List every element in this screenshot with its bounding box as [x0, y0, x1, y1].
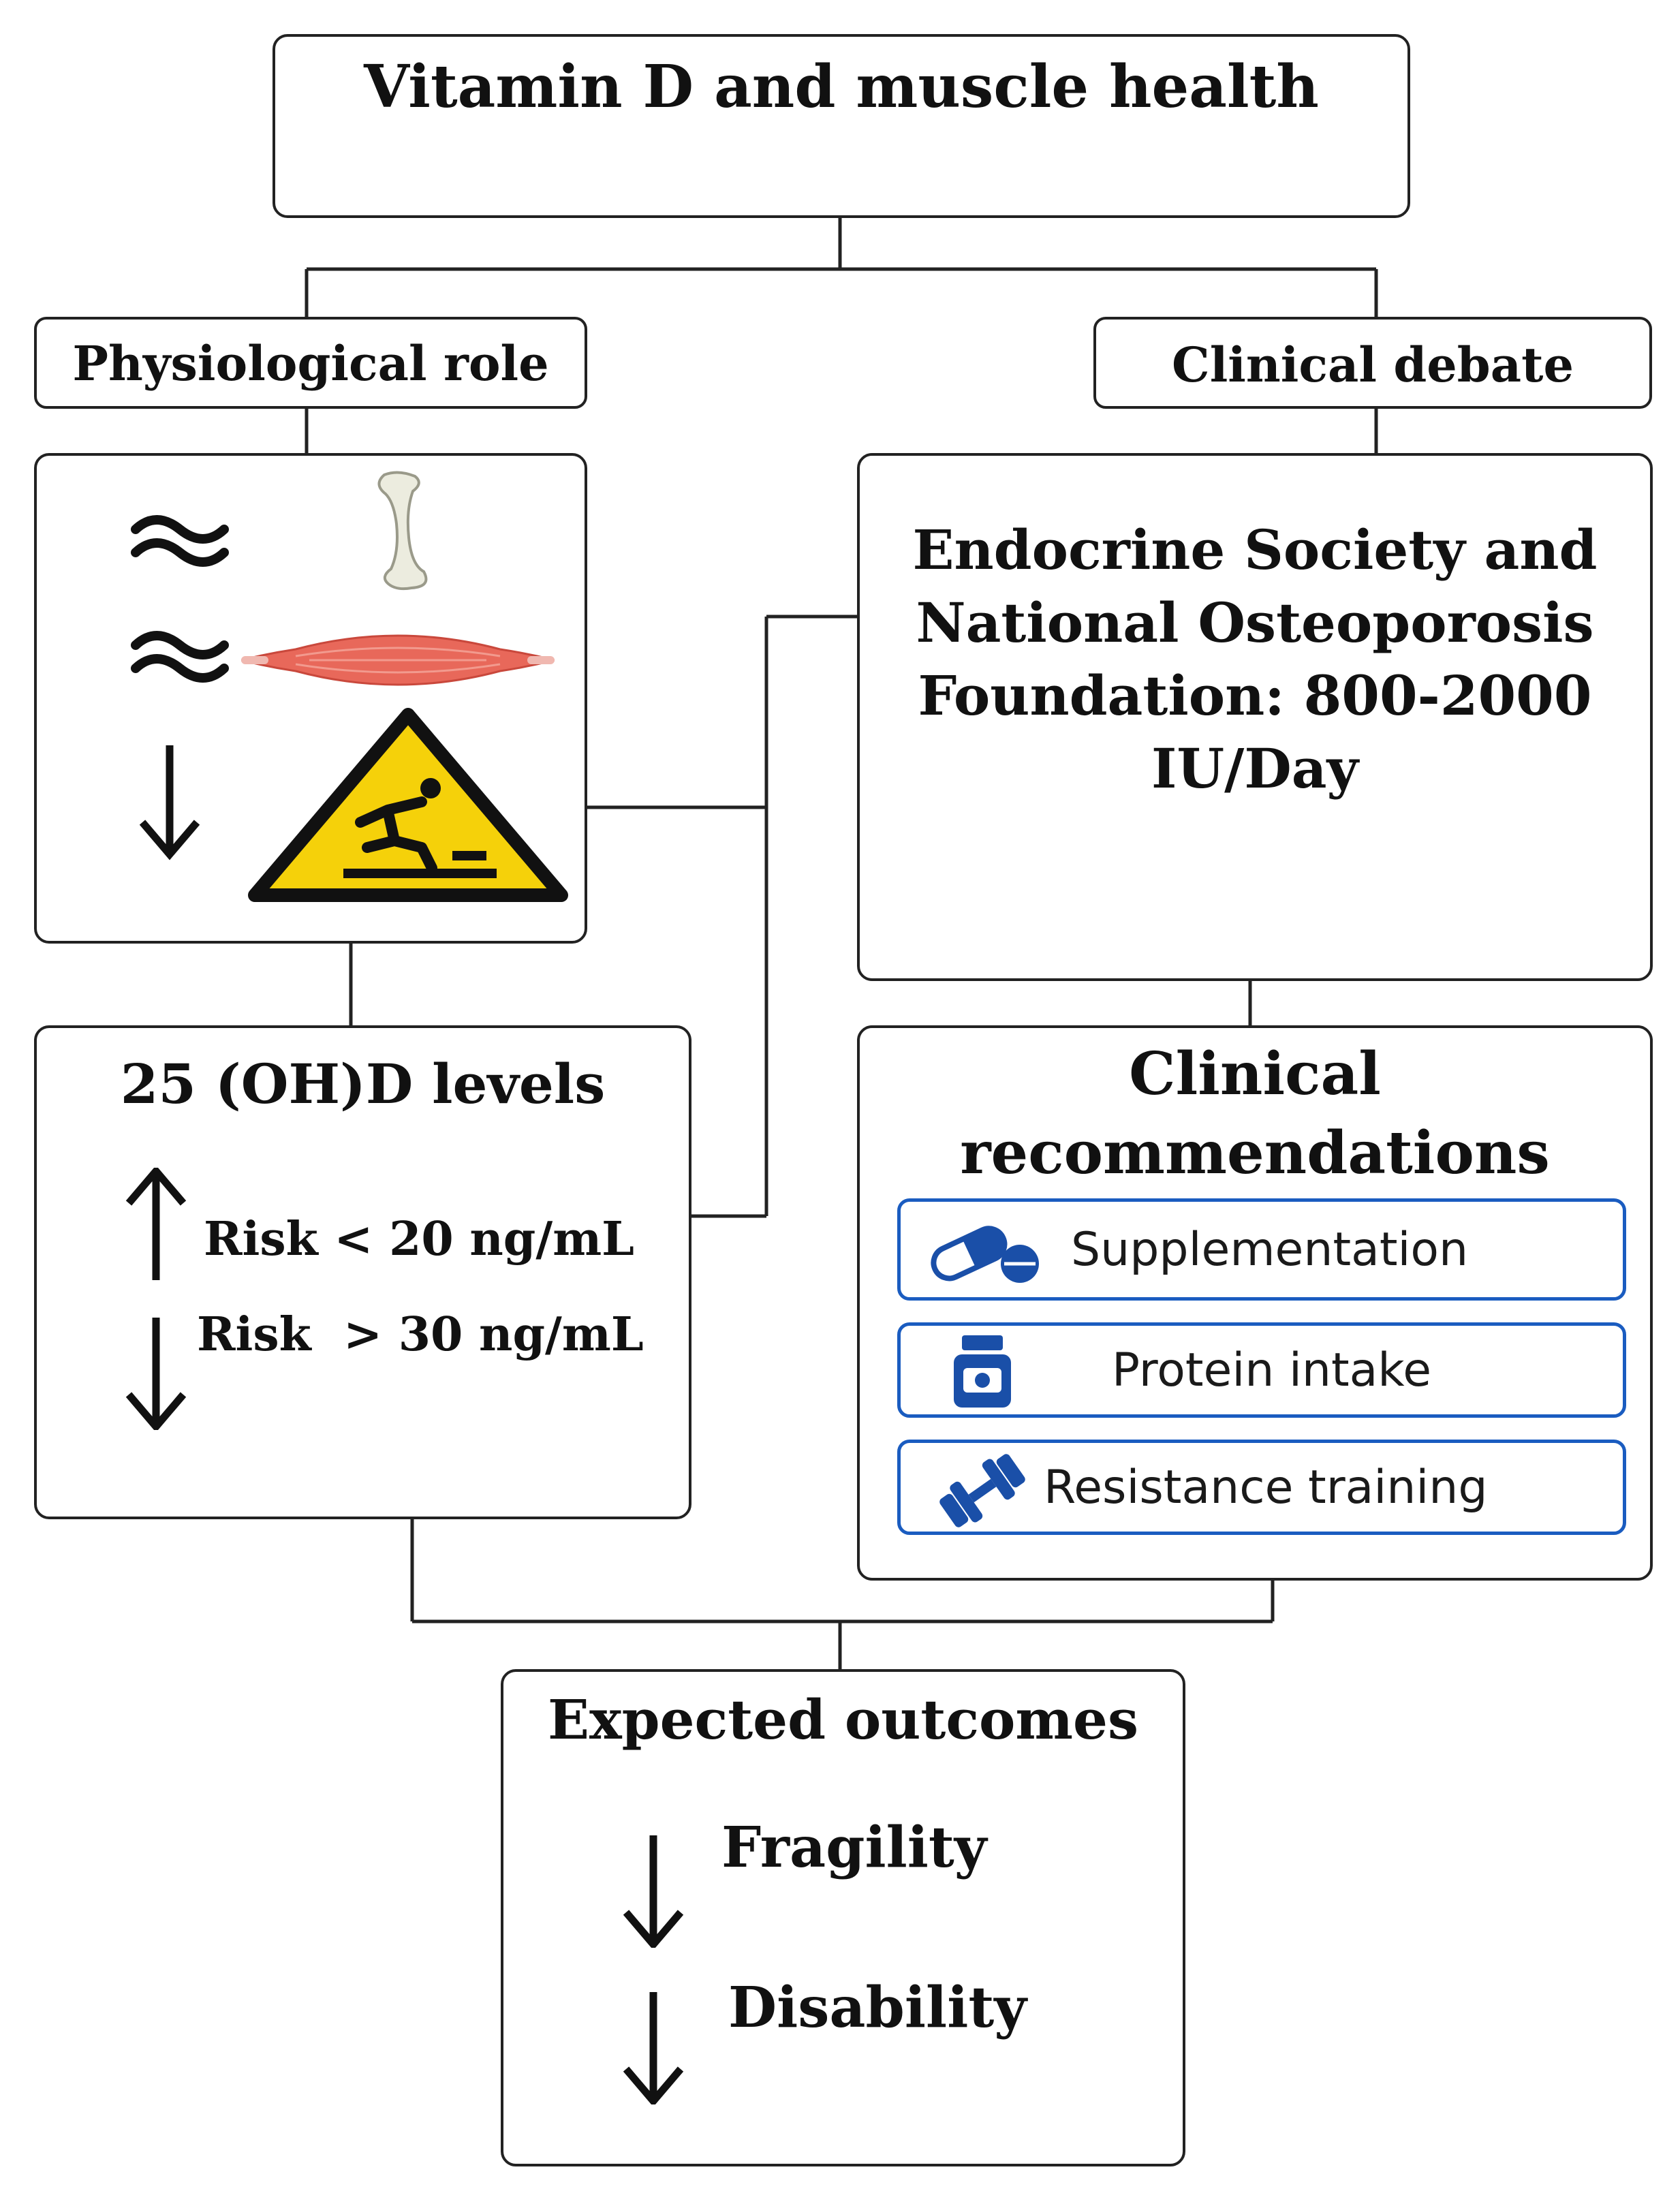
physiology-box	[34, 453, 587, 944]
guideline-box: Endocrine Society and National Osteoporo…	[857, 453, 1653, 981]
physiological-role-header: Physiological role	[34, 317, 587, 409]
approx-icon	[131, 631, 229, 683]
physiological-role-label: Physiological role	[72, 335, 549, 392]
outcome-disability: Disability	[728, 1975, 1027, 2040]
outcomes-title: Expected outcomes	[548, 1688, 1138, 1752]
outcome-fragility: Fragility	[721, 1815, 987, 1880]
supplementation-item: Supplementation	[897, 1198, 1626, 1301]
fall-warning-icon	[248, 708, 568, 902]
protein-intake-item: Protein intake	[897, 1322, 1626, 1418]
risk-high-text: Risk > 30 ng/mL	[197, 1307, 644, 1362]
recommendations-title: Clinical recommendations	[960, 1040, 1550, 1187]
muscle-icon	[241, 634, 555, 686]
bone-icon	[377, 471, 428, 591]
down-arrow-icon	[125, 1318, 187, 1430]
down-arrow-icon	[623, 1992, 684, 2104]
down-arrow-icon	[139, 745, 200, 860]
risk-low-text: Risk < 20 ng/mL	[204, 1212, 634, 1267]
protein-intake-label: Protein intake	[1112, 1343, 1432, 1397]
supplement-jar-icon	[954, 1335, 1011, 1408]
approx-icon	[131, 515, 229, 567]
up-arrow-icon	[125, 1168, 187, 1280]
diagram-title: Vitamin D and muscle health	[364, 52, 1319, 121]
levels-title: 25 (OH)D levels	[120, 1052, 606, 1116]
levels-box: 25 (OH)D levels Risk < 20 ng/mL Risk > 3…	[34, 1025, 691, 1519]
resistance-training-item: Resistance training	[897, 1440, 1626, 1535]
recommendations-box: Clinical recommendations Supplementation…	[857, 1025, 1653, 1581]
resistance-training-label: Resistance training	[1044, 1460, 1488, 1514]
down-arrow-icon	[623, 1835, 684, 1948]
pill-icon	[931, 1226, 1039, 1283]
guideline-text: Endocrine Society and National Osteoporo…	[912, 518, 1598, 801]
dumbbell-icon	[939, 1454, 1025, 1527]
title-box: Vitamin D and muscle health	[273, 34, 1410, 218]
clinical-debate-label: Clinical debate	[1172, 337, 1574, 393]
outcomes-box: Expected outcomes Fragility Disability	[501, 1669, 1185, 2166]
supplementation-label: Supplementation	[1071, 1222, 1469, 1277]
clinical-debate-header: Clinical debate	[1093, 317, 1652, 409]
